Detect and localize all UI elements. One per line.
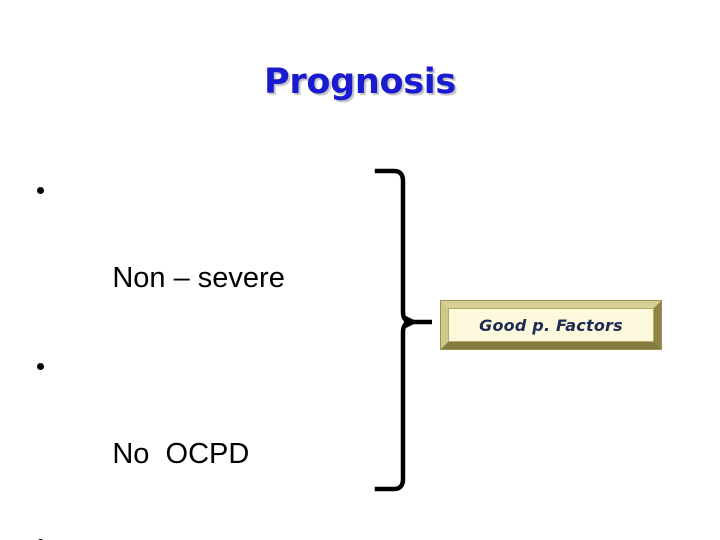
list-item-label: Non – severe	[112, 262, 285, 294]
list-item-label: No OCPD	[112, 438, 250, 470]
bullet-dot-icon	[37, 187, 44, 194]
callout-label: Good p. Factors	[479, 315, 623, 335]
good-prognostic-factors-callout: Good p. Factors	[440, 300, 662, 350]
prognosis-bullet-list: Non – severe No OCPD Depressed / anxious…	[28, 168, 378, 540]
page-title: Prognosis	[264, 62, 456, 102]
bullet-dot-icon	[37, 363, 44, 370]
list-item: No OCPD	[28, 344, 378, 520]
right-curly-brace-icon	[374, 168, 432, 492]
list-item: Depressed / anxious mood	[28, 520, 378, 540]
list-item: Non – severe	[28, 168, 378, 344]
